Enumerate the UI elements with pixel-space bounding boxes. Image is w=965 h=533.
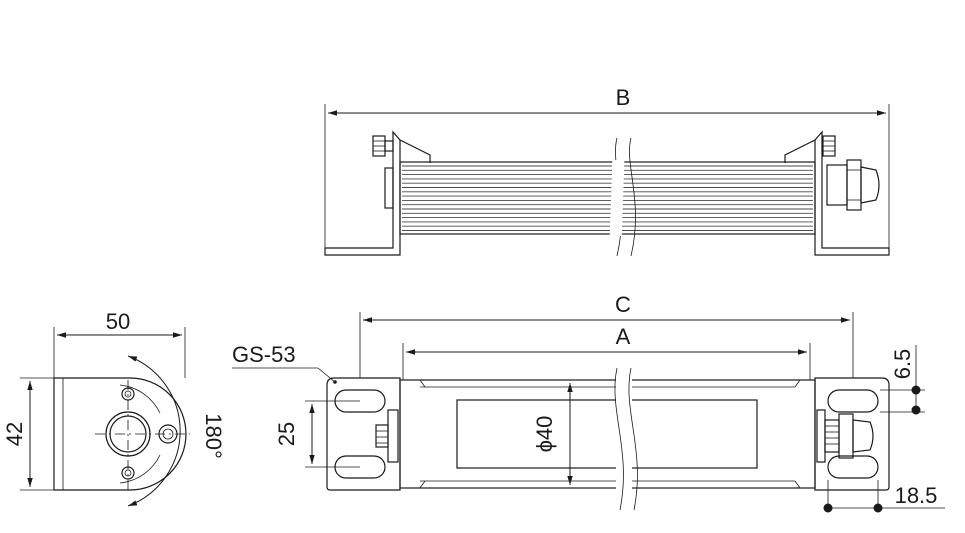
dimension-label-6-5: 6.5 bbox=[890, 349, 915, 380]
dimension-dot-6-5-upper bbox=[911, 385, 921, 395]
left-end-cap bbox=[384, 167, 394, 209]
break-line-right bbox=[629, 137, 636, 257]
dimension-dot-18-5-left bbox=[823, 503, 833, 513]
model-label: GS-53 bbox=[232, 342, 296, 367]
dimension-label-42: 42 bbox=[2, 422, 27, 446]
finned-body bbox=[399, 161, 816, 235]
dimension-label-phi40: ϕ40 bbox=[532, 416, 557, 453]
right-mounting-plate bbox=[814, 377, 890, 491]
end-view: 50 42 180° bbox=[2, 309, 226, 507]
left-bracket-flange bbox=[399, 139, 431, 163]
left-mounting-plate bbox=[326, 377, 401, 491]
dimension-label-25: 25 bbox=[274, 422, 299, 446]
cable-gland-icon bbox=[826, 159, 880, 211]
break-line-left bbox=[614, 367, 624, 511]
dimension-label-50: 50 bbox=[106, 309, 130, 334]
rotation-label: 180° bbox=[201, 413, 226, 459]
right-slot-upper bbox=[827, 389, 879, 413]
dimension-dot-18-5-right bbox=[873, 503, 883, 513]
right-gland-icon bbox=[816, 409, 874, 463]
right-bracket-flange bbox=[784, 139, 816, 163]
left-screw-icon bbox=[375, 424, 389, 448]
dimension-label-18-5: 18.5 bbox=[895, 483, 938, 508]
tube-housing bbox=[399, 379, 816, 489]
dimension-label-c: C bbox=[615, 292, 631, 317]
dimension-dot-6-5-lower bbox=[911, 405, 921, 415]
dimension-label-a: A bbox=[616, 324, 631, 349]
diffuser-window bbox=[456, 399, 758, 469]
side-view: B bbox=[324, 85, 890, 257]
rotation-arc bbox=[127, 355, 181, 507]
break-line-right bbox=[628, 367, 638, 511]
right-slot-lower bbox=[827, 455, 879, 479]
dimension-label-b: B bbox=[616, 85, 631, 110]
plan-view: C A GS-53 25 ϕ40 bbox=[232, 292, 945, 513]
end-profile bbox=[53, 377, 187, 491]
